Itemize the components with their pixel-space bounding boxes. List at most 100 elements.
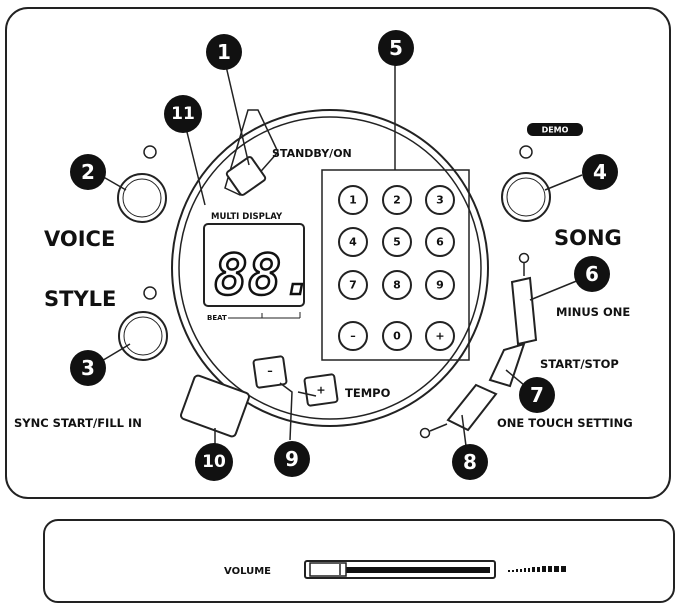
- callout-badge-5: [378, 30, 414, 66]
- callout-badge-10: [195, 443, 233, 481]
- callout-number-9: 9: [285, 447, 299, 471]
- keypad-button-label: 3: [436, 194, 444, 207]
- volume-tick: [542, 566, 546, 572]
- keypad-button-label: 1: [349, 194, 357, 207]
- callout-badge-7: [519, 377, 555, 413]
- keypad-button-label: 8: [393, 279, 401, 292]
- callout-number-8: 8: [463, 450, 477, 474]
- callout-number-10: 10: [202, 452, 226, 472]
- volume-tick: [516, 569, 518, 572]
- volume-slider-handle[interactable]: [309, 562, 347, 577]
- keypad-button-1[interactable]: [338, 185, 368, 215]
- callout-number-1: 1: [217, 40, 231, 64]
- leader-7: [505, 369, 525, 386]
- keypad-button-label: 5: [393, 236, 401, 249]
- multi-display-label: MULTI DISPLAY: [211, 212, 283, 222]
- volume-tick: [524, 568, 526, 572]
- keypad-button-12[interactable]: [425, 321, 455, 351]
- keypad-button-label: 4: [349, 236, 357, 249]
- keypad-button-label: 2: [393, 194, 401, 207]
- callout-number-2: 2: [81, 160, 95, 184]
- callout-badge-11: [164, 95, 202, 133]
- leader-9b: [297, 391, 317, 397]
- voice-button[interactable]: [117, 173, 167, 223]
- standby-on-button[interactable]: [225, 156, 267, 196]
- keypad-button-label: +: [435, 330, 444, 343]
- leader-11: [185, 127, 206, 206]
- start-stop-label: START/STOP: [540, 357, 619, 371]
- tempo-up-button[interactable]: [303, 373, 339, 407]
- volume-tick: [548, 566, 552, 572]
- callout-badge-9: [274, 441, 310, 477]
- leader-3: [99, 343, 131, 363]
- keypad-button-9[interactable]: [425, 270, 455, 300]
- volume-tick: [561, 566, 566, 572]
- song-button[interactable]: [501, 172, 551, 222]
- minus-one-label: MINUS ONE: [556, 305, 630, 319]
- volume-tick: [554, 566, 559, 572]
- volume-tick: [528, 568, 530, 572]
- tempo-label: TEMPO: [345, 386, 391, 400]
- keypad-button-7[interactable]: [338, 270, 368, 300]
- volume-level-scale: [508, 566, 566, 572]
- keypad-button-4[interactable]: [338, 227, 368, 257]
- volume-tick: [508, 570, 510, 572]
- volume-tick: [537, 567, 540, 572]
- display-digits: 88.: [214, 243, 315, 308]
- callout-number-4: 4: [593, 160, 607, 184]
- volume-tick: [520, 569, 522, 572]
- voice-button-inner: [122, 178, 162, 218]
- callout-leaders: [99, 64, 583, 447]
- demo-label: DEMO: [542, 126, 569, 135]
- volume-slider-fill: [345, 567, 490, 573]
- keypad-button-3[interactable]: [425, 185, 455, 215]
- volume-tick: [512, 570, 514, 572]
- song-label: SONG: [554, 226, 622, 250]
- callout-number-6: 6: [585, 262, 599, 286]
- voice-led: [143, 145, 157, 159]
- multi-display: [203, 223, 305, 307]
- dial-inner-ring: [178, 116, 482, 420]
- beat-indicator: [228, 312, 301, 319]
- sync-start-fill-in-button[interactable]: [180, 374, 250, 438]
- style-button-inner: [123, 316, 163, 356]
- callout-number-5: 5: [389, 36, 403, 60]
- tempo-down-button[interactable]: [252, 355, 288, 389]
- sync-start-fill-in-label: SYNC START/FILL IN: [14, 416, 142, 430]
- keypad-button-label: 7: [349, 279, 357, 292]
- keypad-button-10[interactable]: [338, 321, 368, 351]
- keypad-button-2[interactable]: [382, 185, 412, 215]
- beat-label: BEAT: [207, 314, 227, 322]
- keypad-button-5[interactable]: [382, 227, 412, 257]
- callout-badge-4: [582, 154, 618, 190]
- leader-6: [529, 279, 580, 301]
- minus-one-led: [518, 252, 530, 264]
- callout-badge-8: [452, 444, 488, 480]
- start-stop-button[interactable]: [488, 342, 526, 388]
- standby-on-label: STANDBY/ON: [272, 147, 352, 160]
- callout-badge-1: [206, 34, 242, 70]
- leader-9: [279, 382, 293, 441]
- one-touch-setting-button[interactable]: [446, 383, 498, 432]
- leader-4: [544, 174, 583, 191]
- leader-1: [225, 65, 250, 166]
- keypad-button-8[interactable]: [382, 270, 412, 300]
- leader-8: [461, 414, 467, 447]
- minus-one-button[interactable]: [510, 276, 538, 346]
- callout-badge-6: [574, 256, 610, 292]
- callout-badge-2: [70, 154, 106, 190]
- style-label: STYLE: [44, 287, 116, 311]
- keypad-button-11[interactable]: [382, 321, 412, 351]
- keypad-button-label: 0: [393, 330, 401, 343]
- one-touch-setting-led: [419, 427, 431, 439]
- keypad-button-6[interactable]: [425, 227, 455, 257]
- tempo-down-label: –: [267, 365, 273, 378]
- style-button[interactable]: [118, 311, 168, 361]
- song-button-inner: [506, 177, 546, 217]
- volume-label: VOLUME: [224, 566, 271, 577]
- keypad-button-label: 9: [436, 279, 444, 292]
- style-led: [143, 286, 157, 300]
- voice-label: VOICE: [44, 227, 115, 251]
